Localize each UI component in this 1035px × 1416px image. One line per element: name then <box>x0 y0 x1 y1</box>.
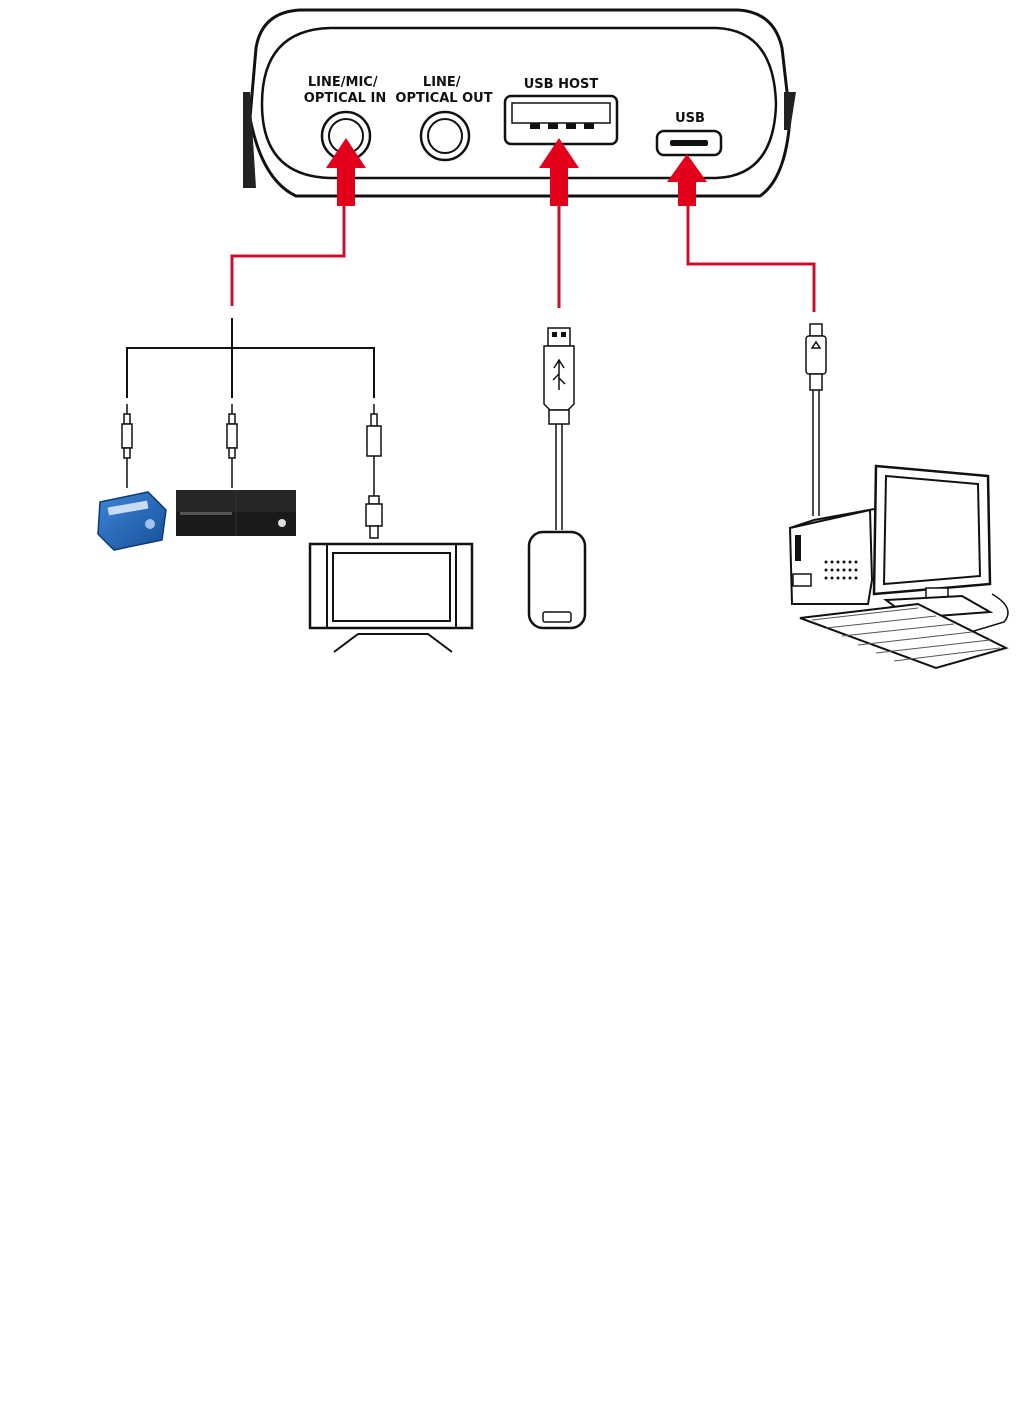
media-player-icon <box>98 492 166 550</box>
line-mic-optical-in-label: LINE/MIC/ OPTICAL IN <box>304 75 386 106</box>
desktop-computer-icon <box>790 466 1008 668</box>
television-icon <box>310 544 472 652</box>
cable-line-in <box>232 206 344 306</box>
usb-a-plug-icon <box>544 328 574 530</box>
optical-plug-icon <box>366 404 382 538</box>
game-console-icon <box>176 490 296 536</box>
cable-usb <box>688 206 814 312</box>
input-branch-lines <box>127 318 374 398</box>
usb-port <box>657 131 721 155</box>
usb-label: USB <box>675 111 705 126</box>
device-back-panel: LINE/MIC/ OPTICAL IN LINE/ OPTICAL OUT U… <box>243 10 796 196</box>
3.5mm-jack-icon <box>227 404 237 488</box>
micro-usb-plug-icon <box>806 324 826 516</box>
smartphone-icon <box>529 532 585 628</box>
usb-host-label: USB HOST <box>524 77 599 92</box>
usb-host-port <box>505 96 617 144</box>
3.5mm-jack-icon <box>122 404 132 488</box>
